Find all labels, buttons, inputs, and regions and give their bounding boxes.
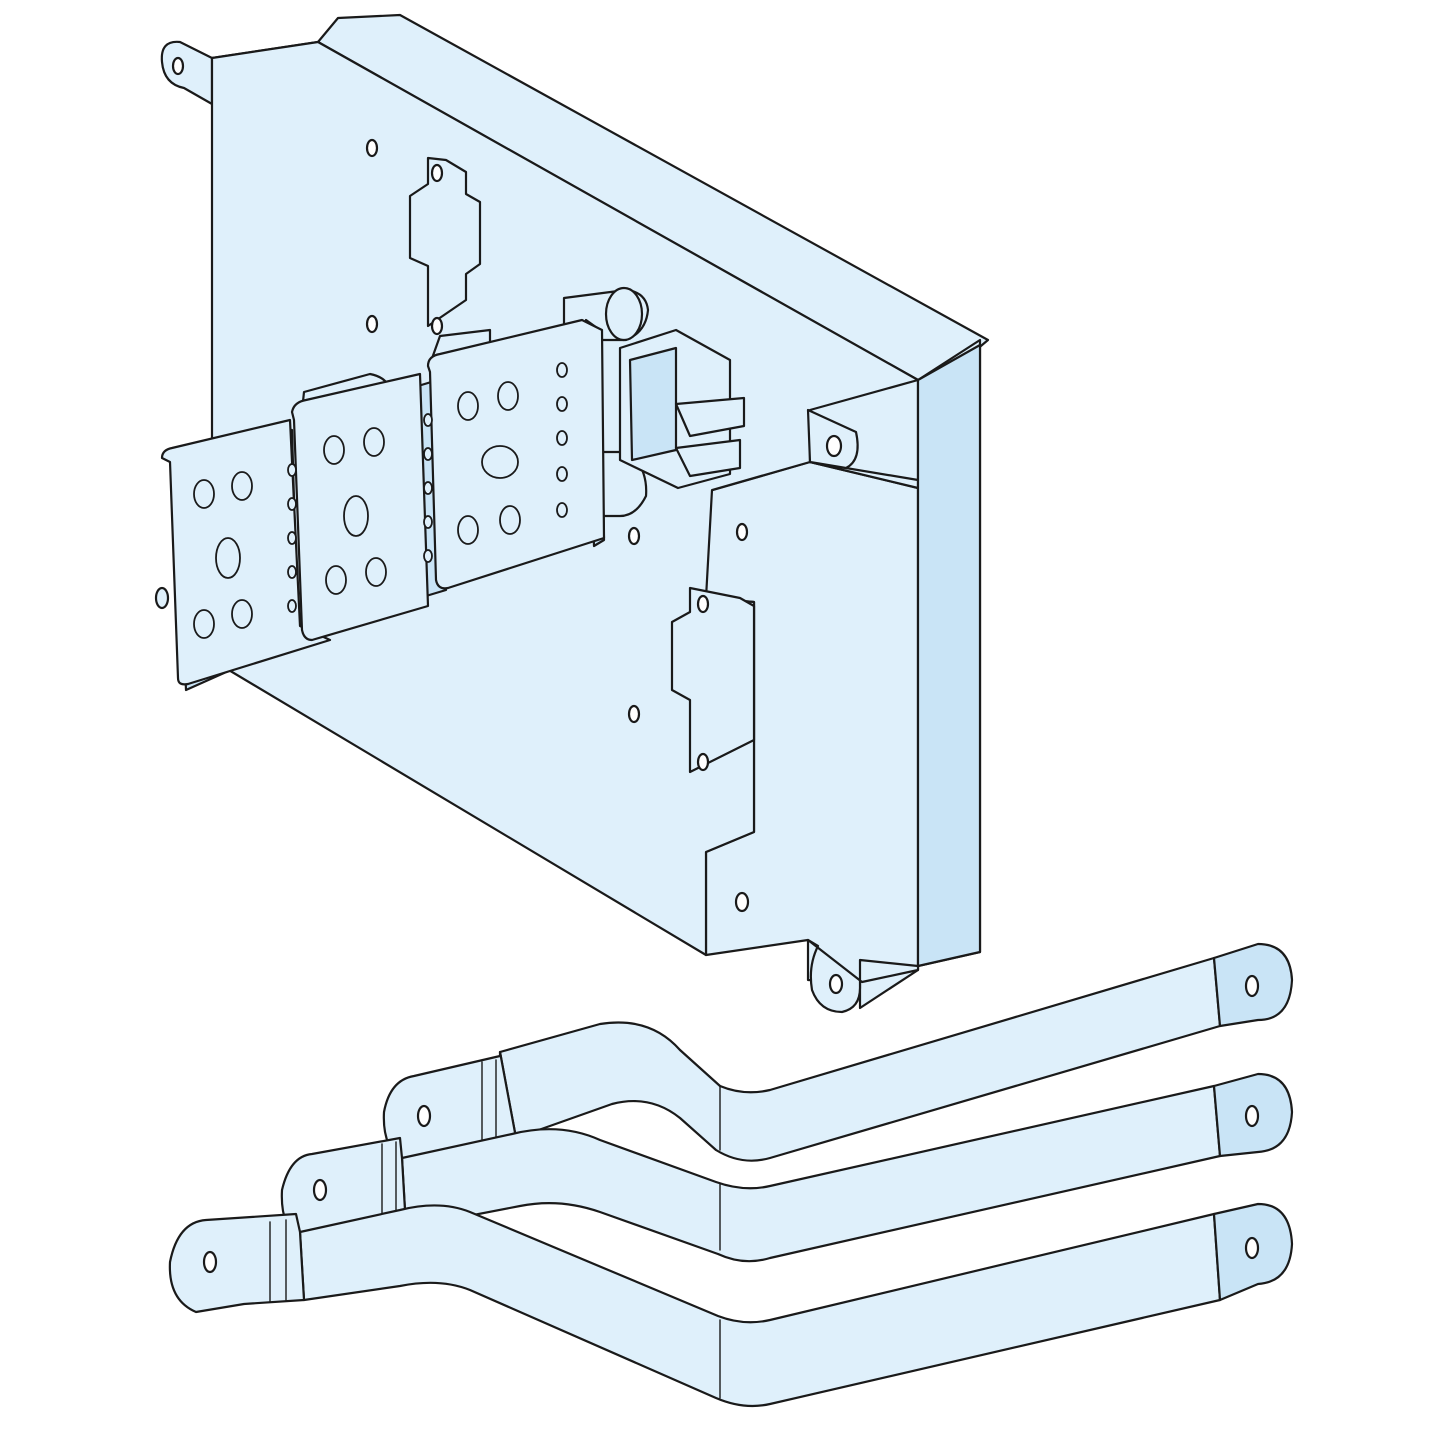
plate-cutout-hole (696, 594, 710, 614)
plate-hole (365, 314, 379, 334)
plate-side-ear-hole (825, 434, 843, 458)
terminal-plate-right (423, 318, 606, 590)
terminal-plate-left (160, 418, 332, 692)
plate-left-ear (160, 40, 214, 106)
terminal-knob (154, 586, 170, 610)
plate-cutout-lower (670, 586, 756, 774)
terminal-clip (674, 396, 746, 438)
plate-hole (627, 526, 641, 546)
connection-terminals (154, 318, 606, 692)
plate-cutout-hole (696, 752, 710, 772)
plate-left-ear-hole (171, 56, 185, 76)
plate-hole (365, 138, 379, 158)
plate-hole (627, 704, 641, 724)
plate-cutout-hole (430, 163, 444, 183)
terminal-bracket-window (628, 346, 678, 462)
plate-hole (735, 522, 749, 542)
terminal-clip (674, 438, 742, 478)
terminal-roller-end (604, 286, 644, 342)
plate-bottom-ear-hole (828, 973, 844, 995)
plate-cutout-hole (430, 316, 444, 336)
plate-right-flange (916, 343, 982, 968)
plate-hole (734, 891, 750, 913)
busbar-bottom (168, 1202, 1294, 1408)
busbar-start-tab (168, 1212, 306, 1314)
plate-cutout-upper (408, 156, 482, 328)
busbar-top (382, 942, 1294, 1164)
terminal-plate-middle (287, 372, 448, 642)
busbar-connectors (168, 942, 1294, 1408)
